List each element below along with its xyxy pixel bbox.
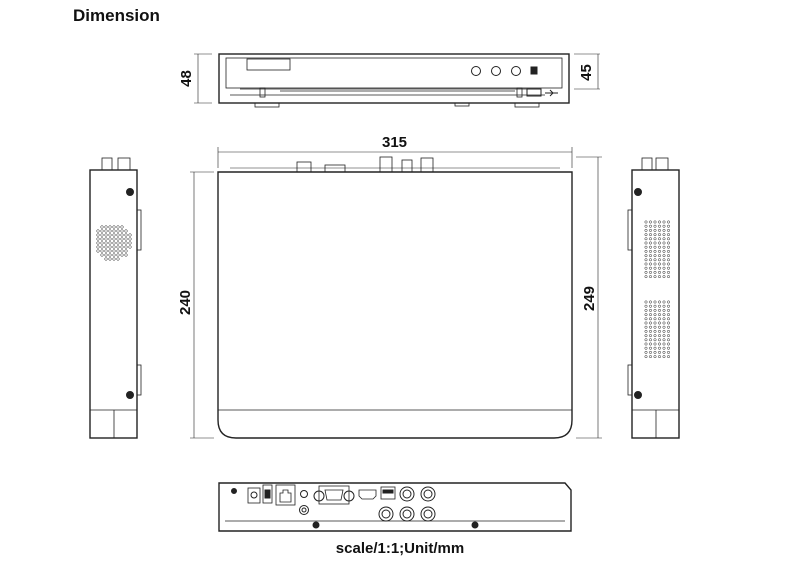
top-view <box>190 147 602 439</box>
usb-icon <box>545 89 558 97</box>
usb-port-icon <box>380 486 396 500</box>
page-title: Dimension <box>73 6 160 25</box>
vga-port-icon <box>318 485 350 505</box>
hdmi-port-icon <box>358 489 377 500</box>
bnc-connectors <box>378 486 436 522</box>
right-side-view <box>627 157 680 439</box>
left-side-view <box>89 157 142 439</box>
rear-view <box>218 482 572 532</box>
power-switch-icon <box>262 484 273 504</box>
dimension-label-front-height-left: 48 <box>177 70 195 87</box>
vent-grille-lower <box>644 300 670 359</box>
dimension-label-front-height-right: 45 <box>577 64 595 81</box>
scale-unit-note: scale/1:1;Unit/mm <box>335 540 465 557</box>
dimension-label-top-width: 315 <box>382 134 408 151</box>
ethernet-port-icon <box>275 484 296 506</box>
dimension-label-top-depth-right: 249 <box>581 285 599 312</box>
vent-grille-upper <box>644 220 670 279</box>
front-view <box>194 53 600 108</box>
vent-grille-round <box>96 225 132 261</box>
dimension-label-top-depth-left: 240 <box>177 289 195 316</box>
